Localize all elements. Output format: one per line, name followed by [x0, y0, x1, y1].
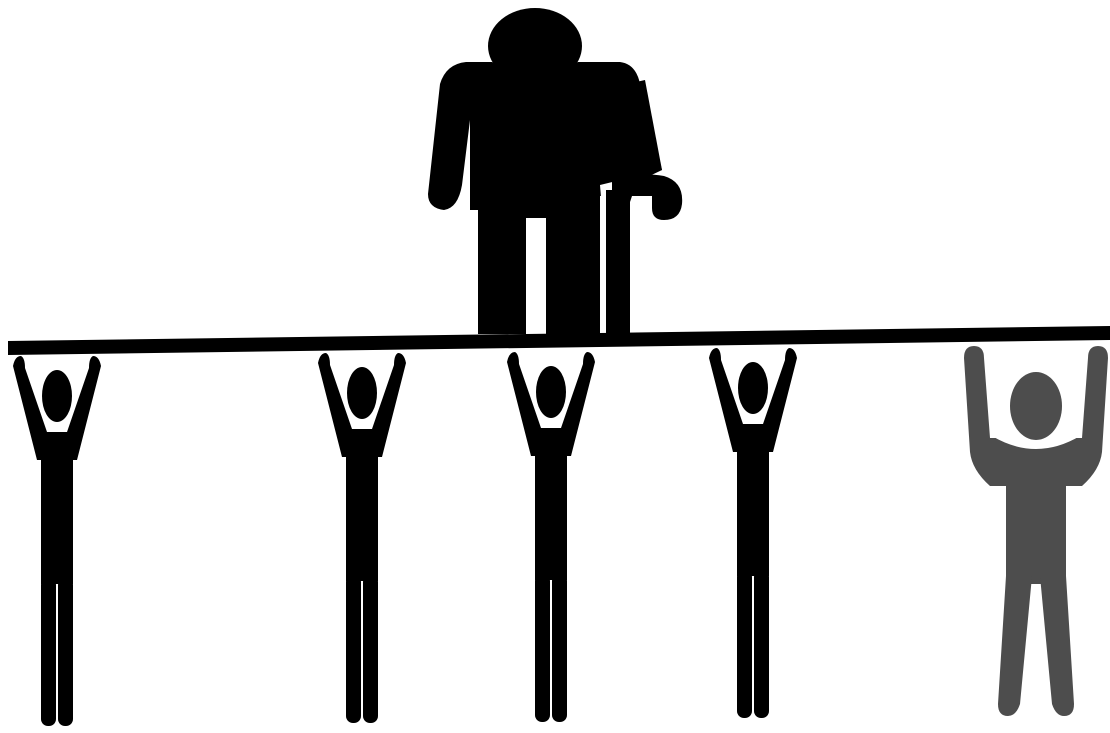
elderly-person-with-cane-icon [428, 8, 682, 334]
cane-gap [600, 196, 606, 334]
supporter-1-person-raising-arms-icon [13, 356, 101, 726]
supporter-2-person-raising-arms-icon [318, 353, 406, 723]
supporter-4-person-raising-arms-icon [709, 348, 797, 718]
supporter-5-person-raising-arms-icon [964, 346, 1108, 716]
supporter-3-person-raising-arms-icon [507, 352, 595, 722]
supporters-group [13, 346, 1108, 726]
elder-legs [478, 205, 600, 334]
cane [606, 190, 630, 334]
